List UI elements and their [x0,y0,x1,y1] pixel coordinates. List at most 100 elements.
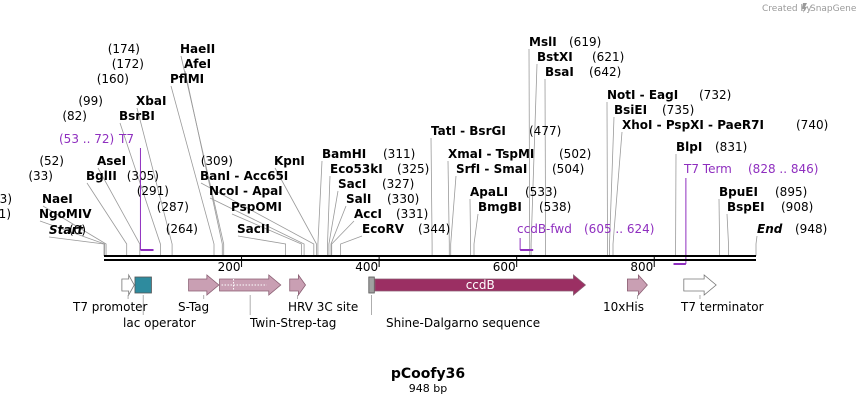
site-bamhi: BamHI [322,147,366,161]
site-loc-kpni: (309) [201,154,233,168]
site-loc-saci: (327) [382,177,414,191]
site-eco53ki: Eco53kI [330,162,383,176]
site-loc-haeii: (174) [108,42,140,56]
site-loc-tati-bsrgi: (477) [529,124,561,138]
site-end: End [757,222,783,236]
feature-t7-terminator: T7 terminator [680,274,764,314]
site-saci: SacI [338,177,366,191]
site-sacii: SacII [237,222,270,236]
leader-ncoi-apai [209,197,305,256]
leader-bglii [86,182,128,256]
site-loc-start: (0) [69,223,86,237]
leader-naei [42,205,107,256]
site-pflmi: PflMI [170,72,204,86]
site-loc-sali: (330) [387,192,419,206]
plasmid-length: 948 bp [409,382,447,395]
leader-end [755,235,758,256]
site-bsrbi: BsrBI [119,109,155,123]
leader-pspomi [231,213,302,256]
site-loc-bamhi: (311) [383,147,415,161]
site-loc-eco53ki: (325) [397,162,429,176]
feature-shine-dalgarno-sequence: Shine-Dalgarno sequence [368,276,540,330]
site-loc-bglii: (33) [28,169,53,183]
feature-label-s-tag: S-Tag [178,300,209,314]
feature-label-t7-promoter: T7 promoter [72,300,148,314]
site-ngomiv: NgoMIV [39,207,92,221]
site-loc-xhoi-pspxi-paer7i: (740) [796,118,828,132]
site-loc-asei: (52) [39,154,64,168]
site-xmai-tspmi: XmaI - TspMI [448,147,534,161]
site-bpuei: BpuEI [719,185,758,199]
site-loc-noti-eagi: (732) [699,88,731,102]
site-bsiei: BsiEI [614,103,647,117]
leader-apali [469,198,471,256]
tick-label-600: 600 [493,260,516,274]
site-loc-bspei: (908) [781,200,813,214]
site-loc-acci: (331) [396,207,428,221]
site-loc-xbai: (99) [78,94,103,108]
leader-asei [97,167,141,256]
feature-t7-promoter: T7 promoter [72,273,148,314]
leader-kpni [274,167,317,256]
site-loc-bpuei: (895) [775,185,807,199]
primer-range-ccdb-fwd: (605 .. 624) [584,222,654,236]
leader-tati-bsrgi [430,137,433,256]
credit-text: Created by [762,4,812,14]
site-loc-ncoi-apai: (291) [137,184,169,198]
site-xbai: XbaI [136,94,166,108]
tick-label-800: 800 [630,260,653,274]
leader-bspei [726,213,729,256]
site-tati-bsrgi: TatI - BsrGI [431,124,506,138]
feature-10xhis: 10xHis [603,273,648,314]
leader-bamhi [317,160,323,256]
leader-bsrbi [119,122,161,256]
feature-label-shine-dalgarno-sequence: Shine-Dalgarno sequence [386,316,540,330]
leader-msli [528,48,531,256]
leader-eco53ki [327,175,331,256]
site-apali: ApaLI [470,185,508,199]
site-asei: AseI [97,154,126,168]
site-leaders [39,48,758,256]
leader-bpuei [718,198,720,256]
snapgene-logo-icon [802,3,807,13]
site-naei: NaeI [42,192,73,206]
site-bstxi: BstXI [537,50,573,64]
site-loc-bani-acc65i: (305) [127,169,159,183]
site-loc-end: (948) [795,222,827,236]
primer-range-t7: (53 .. 72) [59,132,114,146]
feature-label-lac-operator: lac operator [123,316,196,330]
primer-name-t7: T7 [118,132,134,146]
site-bglii: BglII [86,169,117,183]
site-labels: Start(0)NgoMIV(1)NaeI(3)BglII(33)AseI(52… [0,35,828,237]
leader-srfi-smai [450,175,457,256]
tick-label-400: 400 [355,260,378,274]
site-loc-afei: (172) [112,57,144,71]
site-loc-blpi: (831) [715,140,747,154]
site-loc-apali: (533) [525,185,557,199]
feature-ccdb: ccdB [374,274,587,296]
primer-name-ccdb-fwd: ccdB-fwd [517,222,572,236]
site-loc-bstxi: (621) [592,50,624,64]
site-kpni: KpnI [274,154,305,168]
feature-label-ccdb: ccdB [466,278,495,292]
feature-label-10xhis: 10xHis [603,300,644,314]
site-loc-msli: (619) [569,35,601,49]
site-sali: SalI [346,192,371,206]
leader-saci [328,190,339,256]
plasmid-title: pCoofy36 [391,366,465,382]
leader-noti-eagi [606,101,608,256]
site-ecorv: EcoRV [362,222,405,236]
site-loc-pspomi: (287) [157,200,189,214]
leader-pflmi [170,85,215,256]
site-srfi-smai: SrfI - SmaI [456,162,527,176]
leader-xmai-tspmi [447,160,450,256]
feature-lac-operator: lac operator [123,276,196,330]
site-loc-ngomiv: (1) [0,207,11,221]
site-loc-pflmi: (160) [97,72,129,86]
site-haeii: HaeII [180,42,215,56]
site-loc-sacii: (264) [166,222,198,236]
leader-bsiei [609,116,615,256]
primer-name-t7-term: T7 Term [683,162,732,176]
